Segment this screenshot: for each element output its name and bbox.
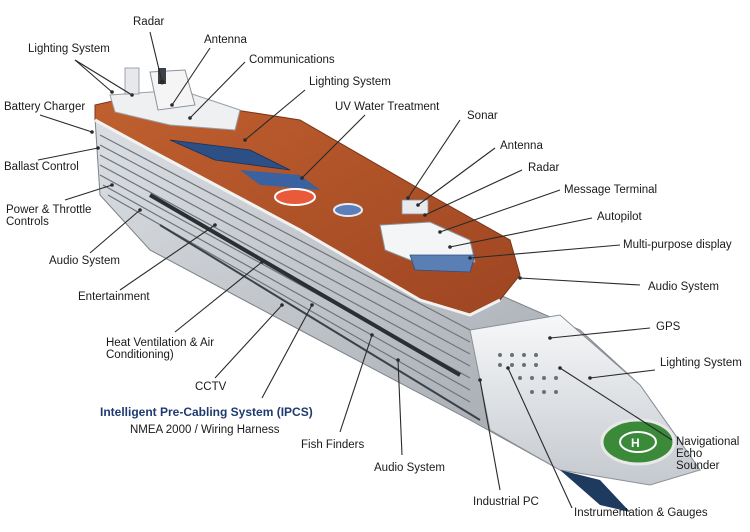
label-sonar: Sonar [467, 110, 498, 122]
label-lighting-right: Lighting System [660, 357, 742, 369]
waterline-stripe [148, 193, 462, 377]
label-antenna-top: Antenna [204, 34, 247, 46]
label-entertainment: Entertainment [78, 291, 150, 303]
mast-top [124, 67, 140, 95]
pool-aft [169, 139, 291, 171]
label-industrial-pc: Industrial PC [473, 496, 539, 508]
pool-mid [240, 170, 320, 190]
label-lighting-top-left: Lighting System [28, 43, 110, 55]
label-fish-finders: Fish Finders [301, 439, 365, 451]
leader-lines [37, 31, 673, 509]
svg-text:H: H [631, 436, 640, 450]
pool-circle [274, 188, 316, 206]
label-communications: Communications [249, 54, 335, 66]
label-power-throttle: Power & Throttle Controls [6, 204, 92, 228]
spa [333, 203, 363, 217]
helipad [600, 418, 676, 466]
label-ballast-control: Ballast Control [4, 161, 79, 173]
bow-keel [560, 470, 630, 512]
ipcs-subtitle: NMEA 2000 / Wiring Harness [130, 424, 280, 436]
radar-mast [158, 68, 166, 84]
label-battery-charger: Battery Charger [4, 101, 86, 113]
label-audio-left: Audio System [49, 255, 120, 267]
bridge-dome [409, 254, 476, 273]
label-autopilot: Autopilot [597, 211, 642, 223]
label-cctv: CCTV [195, 381, 227, 393]
deck-rim [94, 118, 501, 317]
label-lighting-top-mid: Lighting System [309, 76, 391, 88]
label-gps: GPS [656, 321, 681, 333]
label-multi-display: Multi-purpose display [623, 239, 732, 251]
ipcs-title: Intelligent Pre-Cabling System (IPCS) [100, 405, 313, 419]
label-message-terminal: Message Terminal [564, 184, 658, 196]
label-radar-right: Radar [528, 162, 560, 174]
hull-bow [469, 314, 701, 486]
label-heat-ventilation: Heat Ventilation & Air Conditioning) [106, 337, 215, 361]
leader-dots [90, 90, 592, 382]
label-radar-top: Radar [133, 16, 165, 28]
label-instrumentation: Instrumentation & Gauges [574, 507, 708, 519]
label-audio-bottom: Audio System [374, 462, 445, 474]
label-antenna-right: Antenna [500, 140, 543, 152]
bridge-mast [401, 199, 429, 215]
label-uv-water: UV Water Treatment [335, 101, 440, 113]
lower-stripe [159, 224, 481, 421]
label-nav-echo: Navigational Echo Sounder [676, 436, 740, 472]
label-audio-right: Audio System [648, 281, 719, 293]
bow-portholes [498, 353, 558, 394]
